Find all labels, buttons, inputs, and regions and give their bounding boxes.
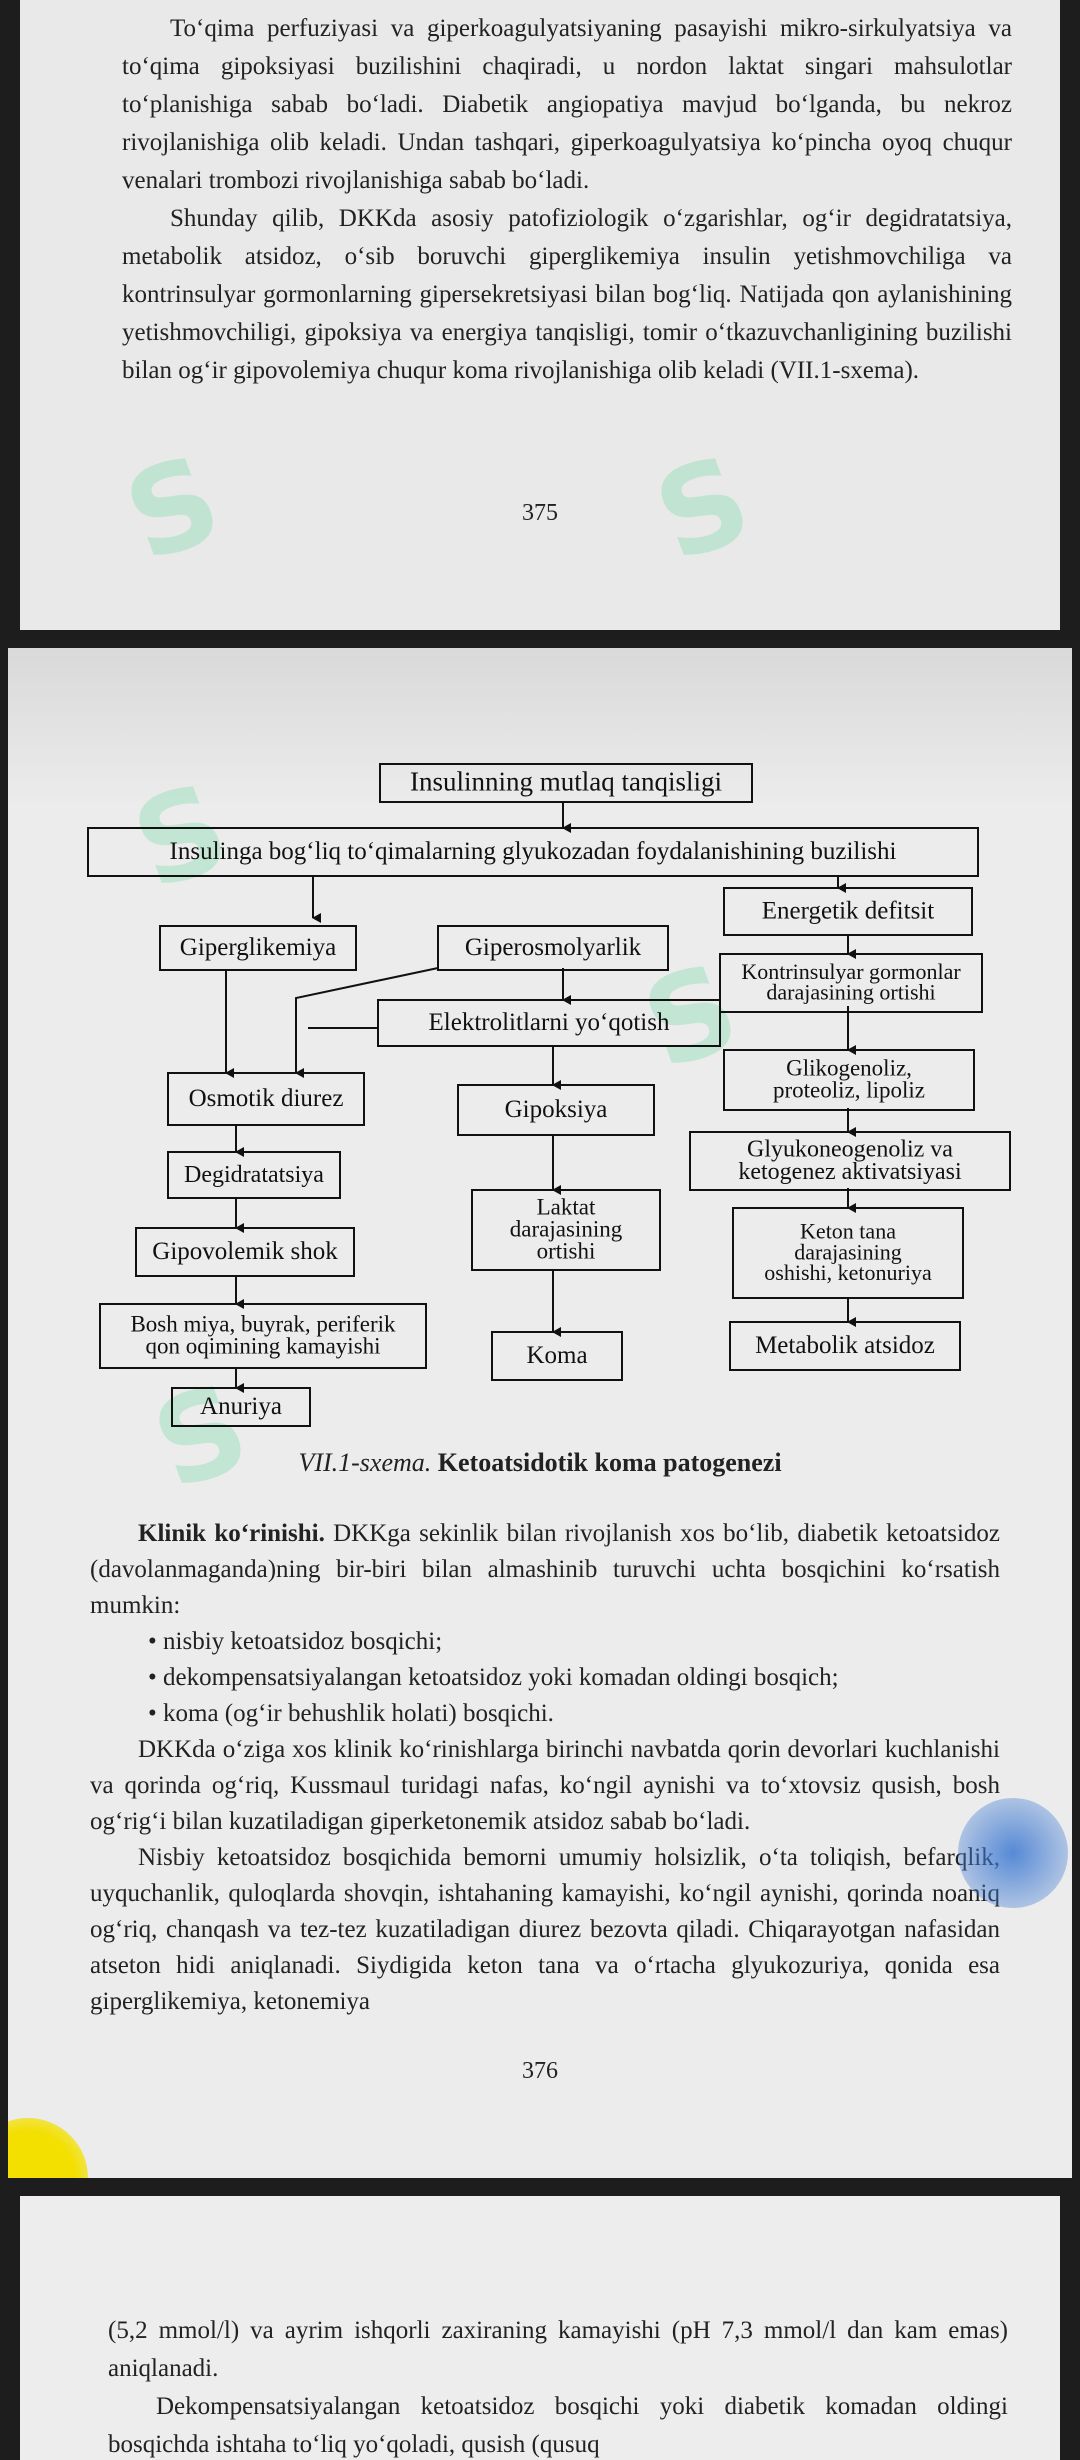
- flowchart-node-b9: Osmotik diurez: [167, 1072, 365, 1126]
- node-label: Metabolik atsidoz: [755, 1332, 935, 1359]
- flowchart-node-b12: Degidratatsiya: [167, 1151, 341, 1199]
- touch-indicator: [958, 1798, 1068, 1908]
- flowchart-connectors: [225, 802, 856, 1393]
- node-label: Insulinga bog‘liq to‘qimalarning glyukoz…: [170, 838, 897, 865]
- paragraph: Nisbiy ketoatsidoz bosqichida bemorni um…: [90, 1844, 1000, 2015]
- node-label: Insulinning mutlaq tanqisligi: [410, 767, 722, 797]
- flowchart-node-b1: Insulinning mutlaq tanqisligi: [379, 763, 753, 803]
- paragraph: To‘qima perfuziyasi va giperkoagulyatsiy…: [122, 15, 1012, 194]
- page-377-text: (5,2 mmol/l) va ayrim ishqorli zaxiranin…: [108, 2312, 1008, 2460]
- node-label: ortishi: [537, 1238, 596, 1263]
- node-label: Gipoksiya: [505, 1096, 608, 1123]
- flowchart-node-b4: Giperglikemiya: [159, 925, 357, 971]
- page-shadow: [8, 648, 1072, 808]
- node-border: [437, 925, 669, 971]
- page-376-text: Klinik ko‘rinishi. DKKga sekinlik bilan …: [90, 1516, 1000, 2020]
- flowchart-node-b3: Energetik defitsit: [723, 887, 973, 936]
- page-number: 376: [522, 2058, 558, 2084]
- node-border: [135, 1227, 355, 1277]
- paragraph: (5,2 mmol/l) va ayrim ishqorli zaxiranin…: [108, 2317, 1008, 2382]
- page-375: S S To‘qima perfuziyasi va giperkoagulya…: [20, 0, 1060, 630]
- node-label: Anuriya: [200, 1393, 282, 1420]
- node-border: [491, 1331, 623, 1381]
- list-item: koma (og‘ir behushlik holati) bosqichi.: [148, 1696, 1000, 1732]
- node-border: [689, 1131, 1011, 1191]
- node-label: Glikogenoliz,: [786, 1056, 912, 1081]
- page-376: S S S: [8, 648, 1072, 2178]
- node-border: [732, 1207, 964, 1299]
- node-label: darajasining ortishi: [766, 980, 935, 1005]
- paragraph: Shunday qilib, DKKda asosiy patofiziolog…: [122, 205, 1012, 384]
- intro-text: DKKga sekinlik bilan rivojlanish xos bo‘…: [90, 1520, 1000, 1619]
- node-label: darajasining: [794, 1239, 902, 1264]
- flowchart-node-b8: Glikogenoliz,proteoliz, lipoliz: [723, 1049, 975, 1111]
- list-item: dekompensatsiyalangan ketoatsidoz yoki k…: [148, 1660, 1000, 1696]
- node-label: Bosh miya, buyrak, periferik: [130, 1312, 396, 1337]
- node-border: [377, 999, 721, 1047]
- flowchart-node-b17: Koma: [491, 1331, 623, 1381]
- node-border: [719, 953, 983, 1013]
- node-border: [159, 925, 357, 971]
- flowchart-node-b18: Metabolik atsidoz: [729, 1321, 961, 1371]
- node-label: qon oqimining kamayishi: [145, 1333, 380, 1358]
- node-label: ketogenez aktivatsiyasi: [738, 1159, 962, 1185]
- node-border: [471, 1189, 661, 1271]
- node-label: Giperglikemiya: [180, 934, 336, 961]
- node-label: Gipovolemik shok: [152, 1238, 338, 1265]
- figure-caption: VII.1-sxema. Ketoatsidotik koma patogene…: [8, 1448, 1072, 1478]
- node-label: Glyukoneogenoliz va: [747, 1136, 953, 1162]
- paragraph-intro: Klinik ko‘rinishi. DKKga sekinlik bilan …: [90, 1516, 1000, 1624]
- flowchart-node-b2: Insulinga bog‘liq to‘qimalarning glyukoz…: [87, 827, 979, 877]
- flowchart-node-b7: Elektrolitlarni yo‘qotish: [377, 999, 721, 1047]
- paragraph: DKKda o‘ziga xos klinik ko‘rinishlarga b…: [90, 1736, 1000, 1835]
- node-border: [167, 1072, 365, 1126]
- node-label: Elektrolitlarni yo‘qotish: [429, 1009, 670, 1036]
- flowchart-node-b10: Gipoksiya: [457, 1084, 655, 1136]
- list-item: nisbiy ketoatsidoz bosqichi;: [148, 1624, 1000, 1660]
- flowchart-node-b19: Anuriya: [171, 1387, 311, 1427]
- page-375-text: To‘qima perfuziyasi va giperkoagulyatsiy…: [122, 10, 1012, 390]
- flowchart-node-b5: Giperosmolyarlik: [437, 925, 669, 971]
- node-label: Degidratatsiya: [184, 1162, 324, 1188]
- node-border: [167, 1151, 341, 1199]
- node-label: darajasining: [510, 1217, 623, 1242]
- caption-label: VII.1-sxema.: [298, 1448, 432, 1477]
- node-border: [729, 1321, 961, 1371]
- node-label: proteoliz, lipoliz: [773, 1077, 925, 1102]
- node-label: Koma: [526, 1342, 587, 1369]
- stage-list: nisbiy ketoatsidoz bosqichi; dekompensat…: [90, 1624, 1000, 1732]
- node-border: [723, 887, 973, 936]
- section-heading: Klinik ko‘rinishi.: [138, 1520, 325, 1547]
- node-border: [87, 827, 979, 877]
- node-label: Laktat: [537, 1195, 596, 1220]
- node-label: Kontrinsulyar gormonlar: [741, 959, 961, 984]
- node-border: [171, 1387, 311, 1427]
- node-border: [457, 1084, 655, 1136]
- caption-title: Ketoatsidotik koma patogenezi: [437, 1448, 782, 1477]
- node-border: [723, 1049, 975, 1111]
- node-border: [379, 763, 753, 803]
- node-label: Energetik defitsit: [762, 898, 934, 925]
- paragraph: Dekompensatsiyalangan ketoatsidoz bosqic…: [108, 2393, 1008, 2458]
- node-label: Osmotik diurez: [189, 1085, 344, 1112]
- flowchart-node-b15: Gipovolemik shok: [135, 1227, 355, 1277]
- node-label: oshishi, ketonuriya: [764, 1260, 932, 1285]
- node-label: Giperosmolyarlik: [465, 934, 642, 961]
- node-border: [99, 1303, 427, 1369]
- highlight-marker: [8, 2118, 88, 2178]
- page-number: 375: [522, 500, 558, 526]
- page-377: (5,2 mmol/l) va ayrim ishqorli zaxiranin…: [20, 2196, 1060, 2460]
- node-label: Keton tana: [800, 1218, 896, 1243]
